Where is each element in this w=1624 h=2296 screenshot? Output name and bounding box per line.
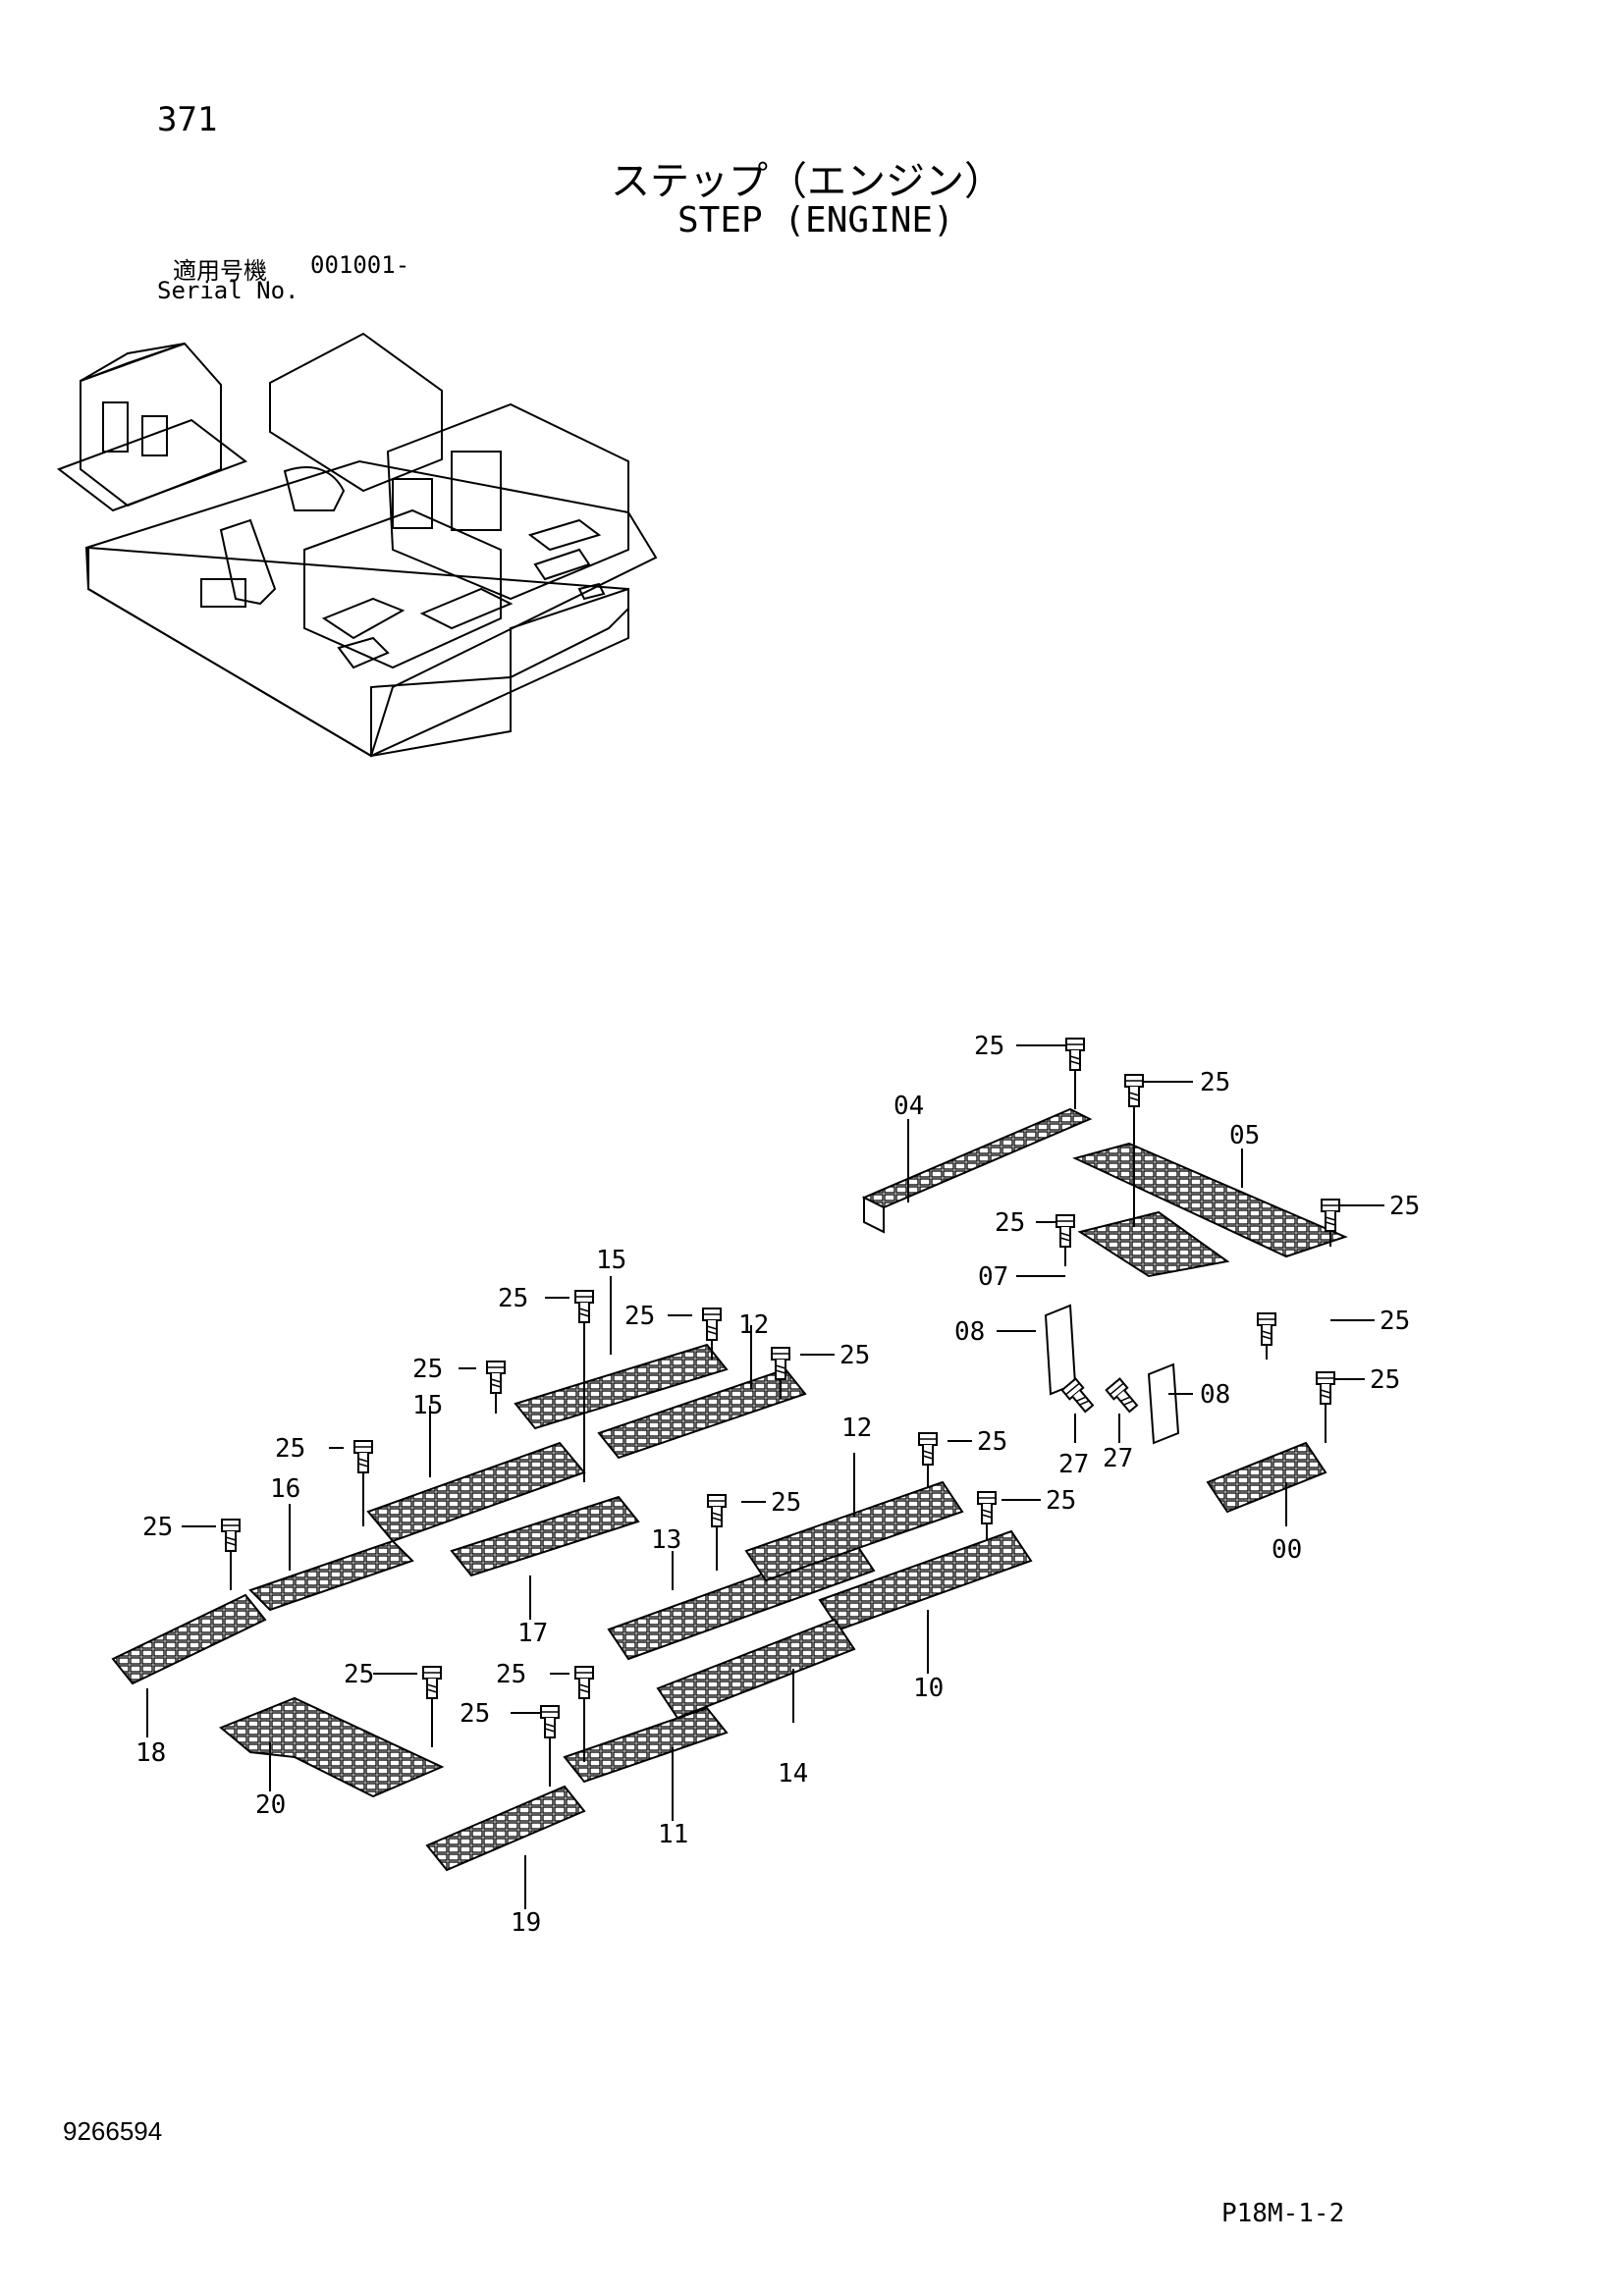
step-panel (248, 1539, 414, 1612)
step-panel (1072, 1142, 1348, 1258)
callout-label: 25 (412, 1355, 443, 1384)
callout-label: 25 (498, 1284, 528, 1313)
callout-label: 25 (1380, 1307, 1410, 1336)
step-panel (1077, 1210, 1230, 1278)
document-number: 9266594 (63, 2116, 163, 2146)
callout-label: 25 (344, 1660, 374, 1689)
callout-label: 25 (1389, 1192, 1420, 1221)
callout-label: 19 (511, 1908, 541, 1938)
page-number: 371 (157, 100, 218, 139)
step-panel (563, 1706, 729, 1784)
callout-label: 12 (841, 1414, 872, 1443)
bolt-icon (1105, 1377, 1142, 1415)
step-panel (219, 1696, 445, 1798)
bolt-icon (702, 1308, 722, 1341)
callout-label: 11 (658, 1820, 688, 1849)
callout-label: 15 (412, 1391, 443, 1420)
step-panel (744, 1480, 964, 1582)
callout-label: 18 (135, 1738, 166, 1768)
serial-label-english: Serial No. (157, 277, 299, 304)
title-japanese: ステップ（エンジン） (611, 159, 1003, 204)
bolt-icon (1056, 1214, 1075, 1248)
callout-label: 07 (978, 1262, 1008, 1292)
step-panel (597, 1367, 807, 1460)
callout-label: 00 (1272, 1535, 1302, 1565)
bolt-icon (221, 1519, 241, 1552)
step-panel (425, 1785, 586, 1872)
serial-label-japanese: 適用号機 (173, 257, 267, 285)
bolt-icon (1321, 1199, 1340, 1232)
callout-label: 27 (1103, 1444, 1133, 1473)
step-panel (861, 1107, 1093, 1209)
callout-label: 25 (1370, 1365, 1400, 1395)
callout-label: 25 (460, 1699, 490, 1729)
step-panels (111, 1107, 1348, 1872)
machine-overview-sketch (56, 332, 658, 758)
callout-label: 25 (977, 1427, 1007, 1457)
bolt-icon (1257, 1312, 1276, 1346)
bolt-icon (574, 1666, 594, 1699)
callout-labels: 25 25 04 05 25 25 07 25 08 08 25 27 27 0… (135, 1032, 1420, 1938)
callout-label: 27 (1058, 1450, 1089, 1479)
page-code: P18M-1-2 (1221, 2199, 1345, 2228)
title-english: STEP (ENGINE) (677, 200, 954, 240)
callout-label: 25 (1200, 1068, 1230, 1097)
bolt-icon (486, 1361, 506, 1394)
callout-label: 25 (275, 1434, 305, 1464)
bolt-icon (977, 1491, 997, 1524)
bolt-icon (353, 1440, 373, 1473)
serial-value: 001001- (310, 251, 410, 279)
bolt-icon (574, 1290, 594, 1323)
callout-label: 25 (974, 1032, 1004, 1061)
bolt-icon (1065, 1038, 1085, 1071)
step-panel (863, 1196, 885, 1234)
step-panel (656, 1618, 856, 1720)
callout-label: 12 (738, 1310, 769, 1340)
bolt-icon (707, 1494, 727, 1527)
bolt-icon (918, 1432, 938, 1466)
callout-label: 05 (1229, 1121, 1260, 1150)
callout-label: 25 (771, 1488, 801, 1518)
callout-label: 17 (517, 1619, 548, 1648)
bracket (1044, 1304, 1077, 1396)
callout-label: 25 (839, 1341, 870, 1370)
callout-label: 14 (778, 1759, 808, 1789)
callout-label: 25 (1046, 1486, 1076, 1516)
bracket (1147, 1362, 1180, 1445)
callout-label: 25 (624, 1302, 655, 1331)
bolt-icon (1124, 1074, 1144, 1107)
step-panel (1206, 1441, 1327, 1514)
callout-label: 08 (954, 1317, 985, 1347)
step-panel (514, 1343, 729, 1430)
step-panel (450, 1495, 640, 1577)
step-panel (111, 1593, 267, 1685)
bolt-icon (1316, 1371, 1335, 1405)
callout-label: 25 (995, 1208, 1025, 1238)
callout-label: 16 (270, 1474, 300, 1504)
callout-label: 04 (893, 1092, 924, 1121)
callout-label: 25 (142, 1513, 173, 1542)
callout-label: 08 (1200, 1380, 1230, 1410)
bolt-icon (540, 1705, 560, 1738)
callout-label: 20 (255, 1790, 286, 1820)
callout-label: 13 (651, 1525, 681, 1555)
bolt-icon (422, 1666, 442, 1699)
callout-label: 25 (496, 1660, 526, 1689)
callout-label: 10 (913, 1674, 944, 1703)
callout-label: 15 (596, 1246, 626, 1275)
